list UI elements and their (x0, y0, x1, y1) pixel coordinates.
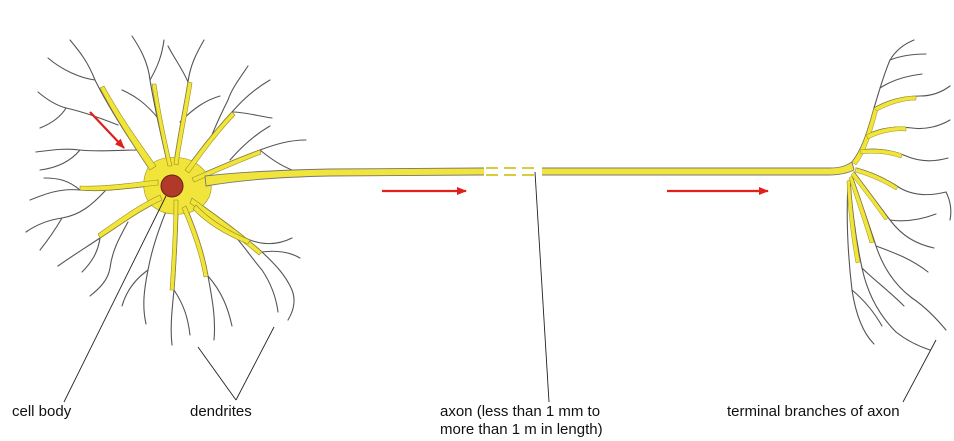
label-dendrites: dendrites (190, 403, 252, 421)
terminal-branches (847, 40, 951, 350)
label-terminal-branches: terminal branches of axon (727, 403, 900, 421)
label-axon: axon (less than 1 mm to more than 1 m in… (440, 403, 603, 439)
leader-terminal-branches (903, 340, 936, 402)
leader-dendrites-left (198, 347, 236, 400)
label-axon-line1: axon (less than 1 mm to (440, 403, 603, 421)
terminal-branches-cytoplasm (847, 96, 916, 263)
leader-dendrites-right (236, 327, 274, 400)
label-cell-body: cell body (12, 403, 71, 421)
leader-axon (535, 172, 549, 402)
label-axon-line2: more than 1 m in length) (440, 421, 603, 439)
nucleus (161, 175, 183, 197)
axon (205, 162, 854, 186)
